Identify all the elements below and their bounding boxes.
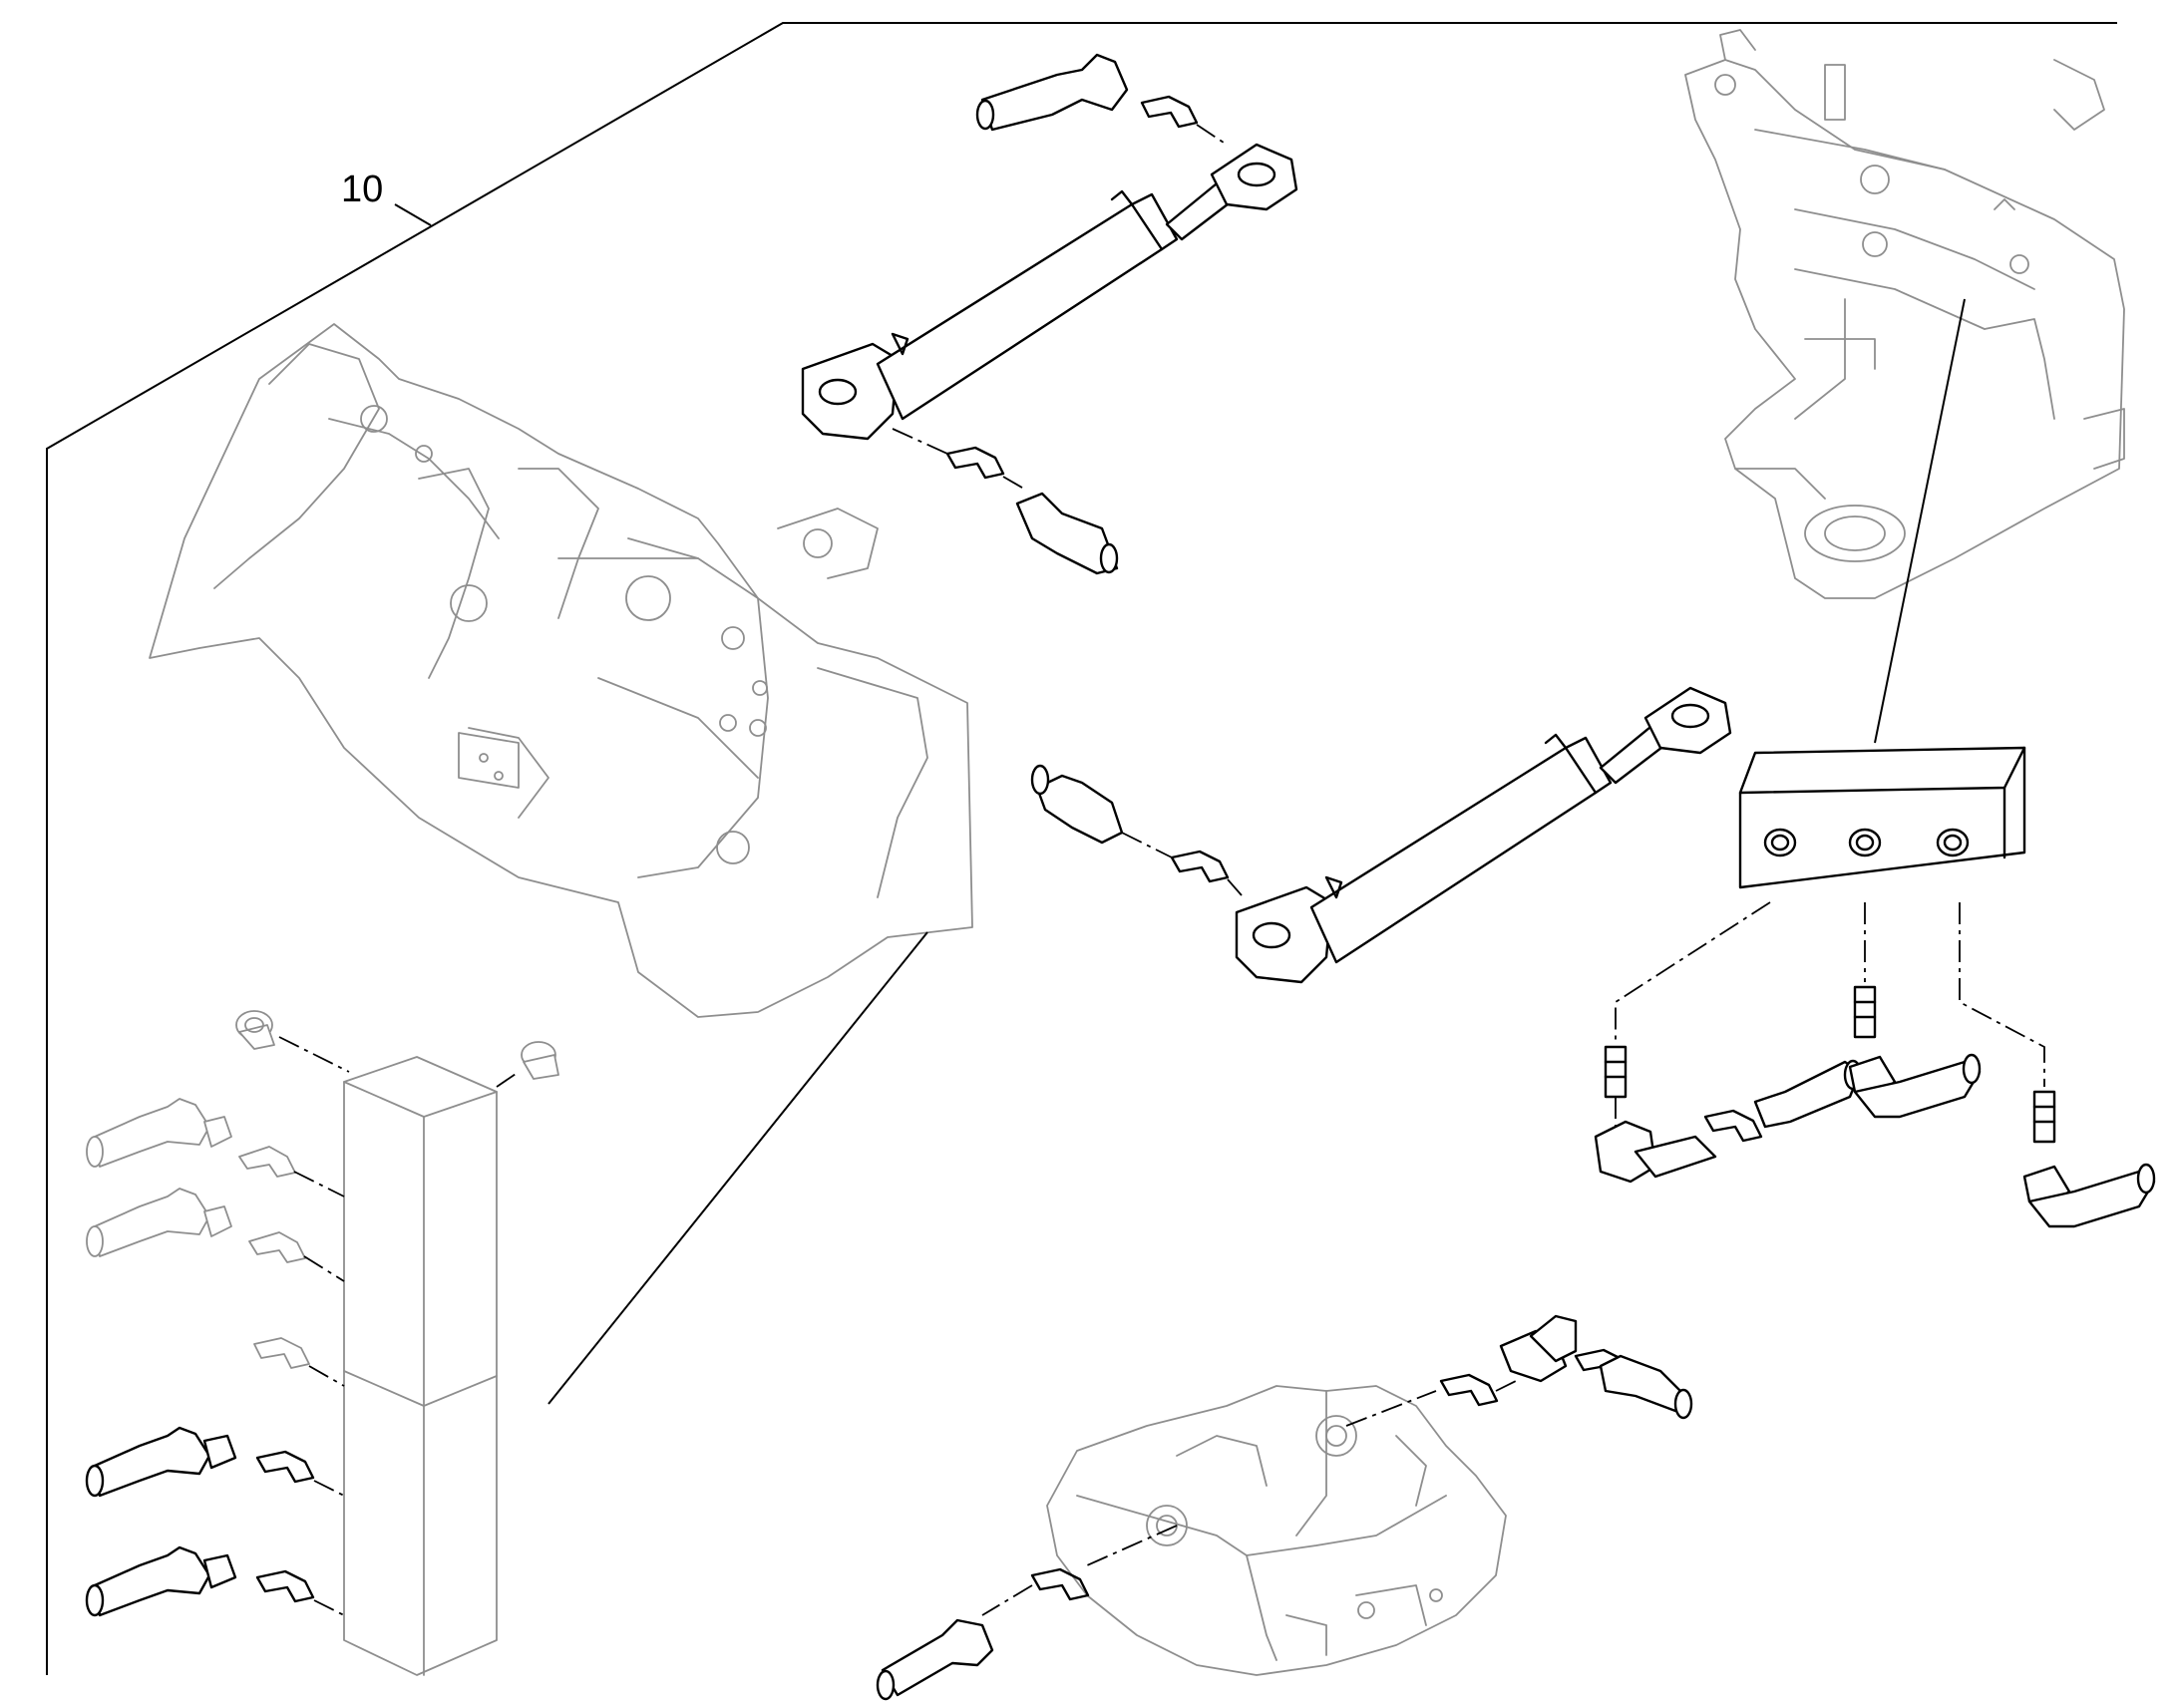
boom-frame-assembly (149, 323, 973, 1018)
upper-cylinder-fittings (892, 53, 1228, 575)
callout-10-leader (394, 203, 432, 226)
fitting-center (1848, 985, 1982, 1119)
plug-top-left (235, 1010, 275, 1050)
axle-fittings (876, 1314, 1693, 1701)
hydraulic-cylinder-middle (1235, 686, 1732, 984)
ghost-hose-1 (86, 1098, 296, 1178)
hose-lower-1 (85, 1426, 315, 1498)
manifold-fittings (1594, 901, 2156, 1228)
hoses-lower-left (85, 1426, 345, 1617)
plug-top-right (521, 1041, 559, 1080)
hydraulic-cylinder-upper (801, 143, 1298, 441)
callout-label-10: 10 (341, 169, 383, 210)
ghost-hose-2 (86, 1188, 306, 1263)
callout-10-group: 10 (46, 22, 2117, 1675)
assembly-frame (46, 22, 2117, 1675)
ghost-nipple (253, 1337, 310, 1369)
hose-lower-2 (85, 1545, 315, 1617)
ghost-fittings-left (86, 1010, 559, 1387)
axle-housing (1046, 1385, 1507, 1676)
fitting-right (2022, 1090, 2156, 1228)
chassis-upper-right (1684, 29, 2125, 599)
valve-block-leader (547, 931, 928, 1405)
valve-block-stack (343, 1056, 498, 1676)
middle-cylinder-fittings (1030, 764, 1243, 896)
manifold-block-right (1738, 298, 2026, 889)
fitting-left (1594, 1045, 1863, 1184)
manifold-leader (1874, 298, 1966, 744)
